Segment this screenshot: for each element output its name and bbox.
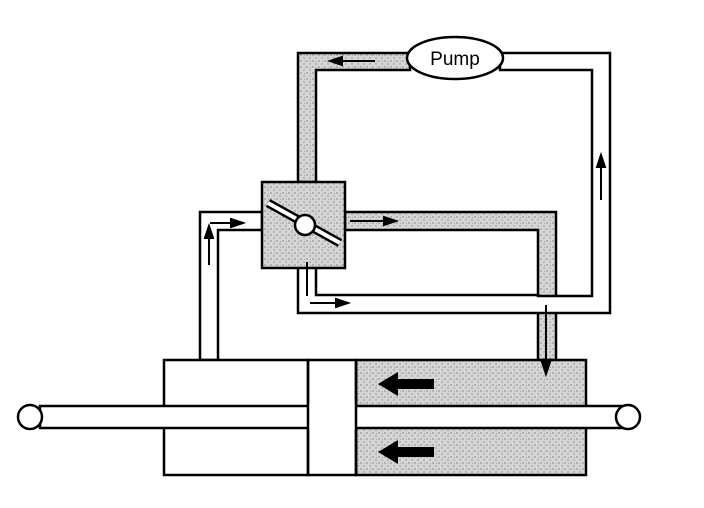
arrow-icon — [595, 151, 607, 200]
rod-end-right — [614, 403, 642, 431]
arrow-icon — [378, 372, 434, 396]
pipe-pump-return-loop — [296, 51, 612, 315]
motion-arrows — [378, 372, 434, 464]
pump: Pump — [405, 35, 505, 81]
valve-icon — [265, 199, 343, 247]
pipe-valve-to-pump — [296, 51, 412, 184]
arrow-icon — [540, 305, 552, 378]
pipe-valve-to-right-chamber — [343, 210, 558, 362]
arrow-icon — [378, 440, 434, 464]
rod-end-left — [16, 403, 44, 431]
arrow-icon — [350, 215, 400, 227]
pump-label: Pump — [430, 49, 480, 70]
pump-body — [405, 35, 505, 81]
arrow-icon — [326, 55, 375, 67]
arrow-icon — [310, 297, 352, 309]
hydraulic-cylinder — [16, 358, 642, 477]
arrow-icon — [203, 222, 215, 265]
arrow-icon — [210, 217, 247, 229]
flow-arrows — [203, 55, 607, 378]
